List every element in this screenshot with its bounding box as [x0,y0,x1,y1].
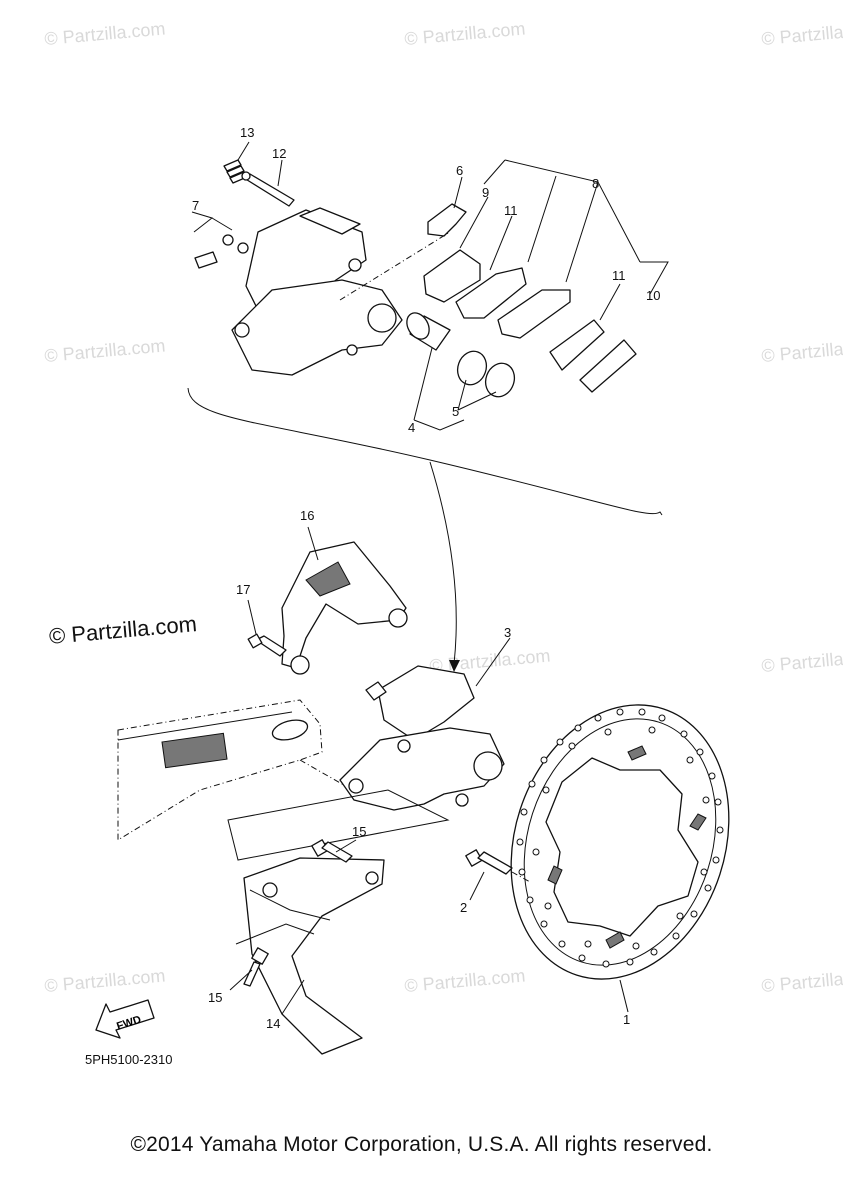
callout-17: 17 [236,582,250,597]
pad-shim-10 [579,339,637,393]
bolt-2 [465,849,531,883]
brake-disc-1 [510,704,730,980]
callout-12: 12 [272,146,286,161]
watermark-1: © Partzilla.com [44,18,167,48]
watermark-10: © Partzilla.com [761,965,843,995]
callouts: 13 12 7 6 9 8 11 11 10 5 4 16 17 3 15 2 … [192,125,660,1031]
assembly-arrow-line [429,461,457,665]
callout-5: 5 [452,404,459,419]
seal-5-outer [484,362,516,398]
callout-9: 9 [482,185,489,200]
caliper-bracket-16 [281,541,408,675]
caliper-body [231,207,403,376]
watermark-3: © Partzilla.com [761,18,843,48]
diagram-code: 5PH5100-2310 [85,1052,173,1067]
swingarm-background [117,699,371,841]
callout-15b: 15 [208,990,222,1005]
disc-guard-14 [227,789,450,1055]
pad-11-left [455,267,527,319]
bolt-17 [247,633,287,657]
pad-shim-9 [423,249,481,303]
bolt-15-lower [243,947,269,987]
caliper-exploded-group [191,141,669,431]
bolt-15-upper [311,839,353,863]
pad-11-right [549,319,605,371]
watermark-8: © Partzilla.com [44,965,167,995]
callout-3: 3 [504,625,511,640]
watermark-5: © Partzilla.com [761,335,843,365]
callout-11b: 11 [612,268,626,283]
group-bracket [187,387,663,516]
callout-15a: 15 [352,824,366,839]
callout-14: 14 [266,1016,280,1031]
forward-arrow-icon: FWD [95,999,155,1039]
callout-1: 1 [623,1012,630,1027]
watermark-7: © Partzilla.com [761,645,843,675]
callout-8: 8 [592,176,599,191]
bleed-screw-7 [194,234,249,269]
caliper-3 [339,665,505,811]
callout-4: 4 [408,420,415,435]
assembly-arrow-head [449,660,460,672]
watermark-4: © Partzilla.com [44,335,167,365]
pad-clip-6 [427,203,467,237]
callout-11a: 11 [504,203,518,218]
leader-lines-lower [229,526,629,1015]
piston-4 [406,312,451,351]
callout-13: 13 [240,125,254,140]
callout-6: 6 [456,163,463,178]
pad-8 [497,289,571,339]
copyright-notice: ©2014 Yamaha Motor Corporation, U.S.A. A… [130,1133,713,1156]
watermark-2: © Partzilla.com [404,18,527,48]
callout-10: 10 [646,288,660,303]
callout-7: 7 [192,198,199,213]
pin-12 [241,171,295,207]
leader-lines-upper [191,141,669,431]
watermark-9: © Partzilla.com [404,965,527,995]
assembly-guide-line [339,231,451,301]
callout-16: 16 [300,508,314,523]
seal-5-inner [456,350,488,386]
callout-2: 2 [460,900,467,915]
